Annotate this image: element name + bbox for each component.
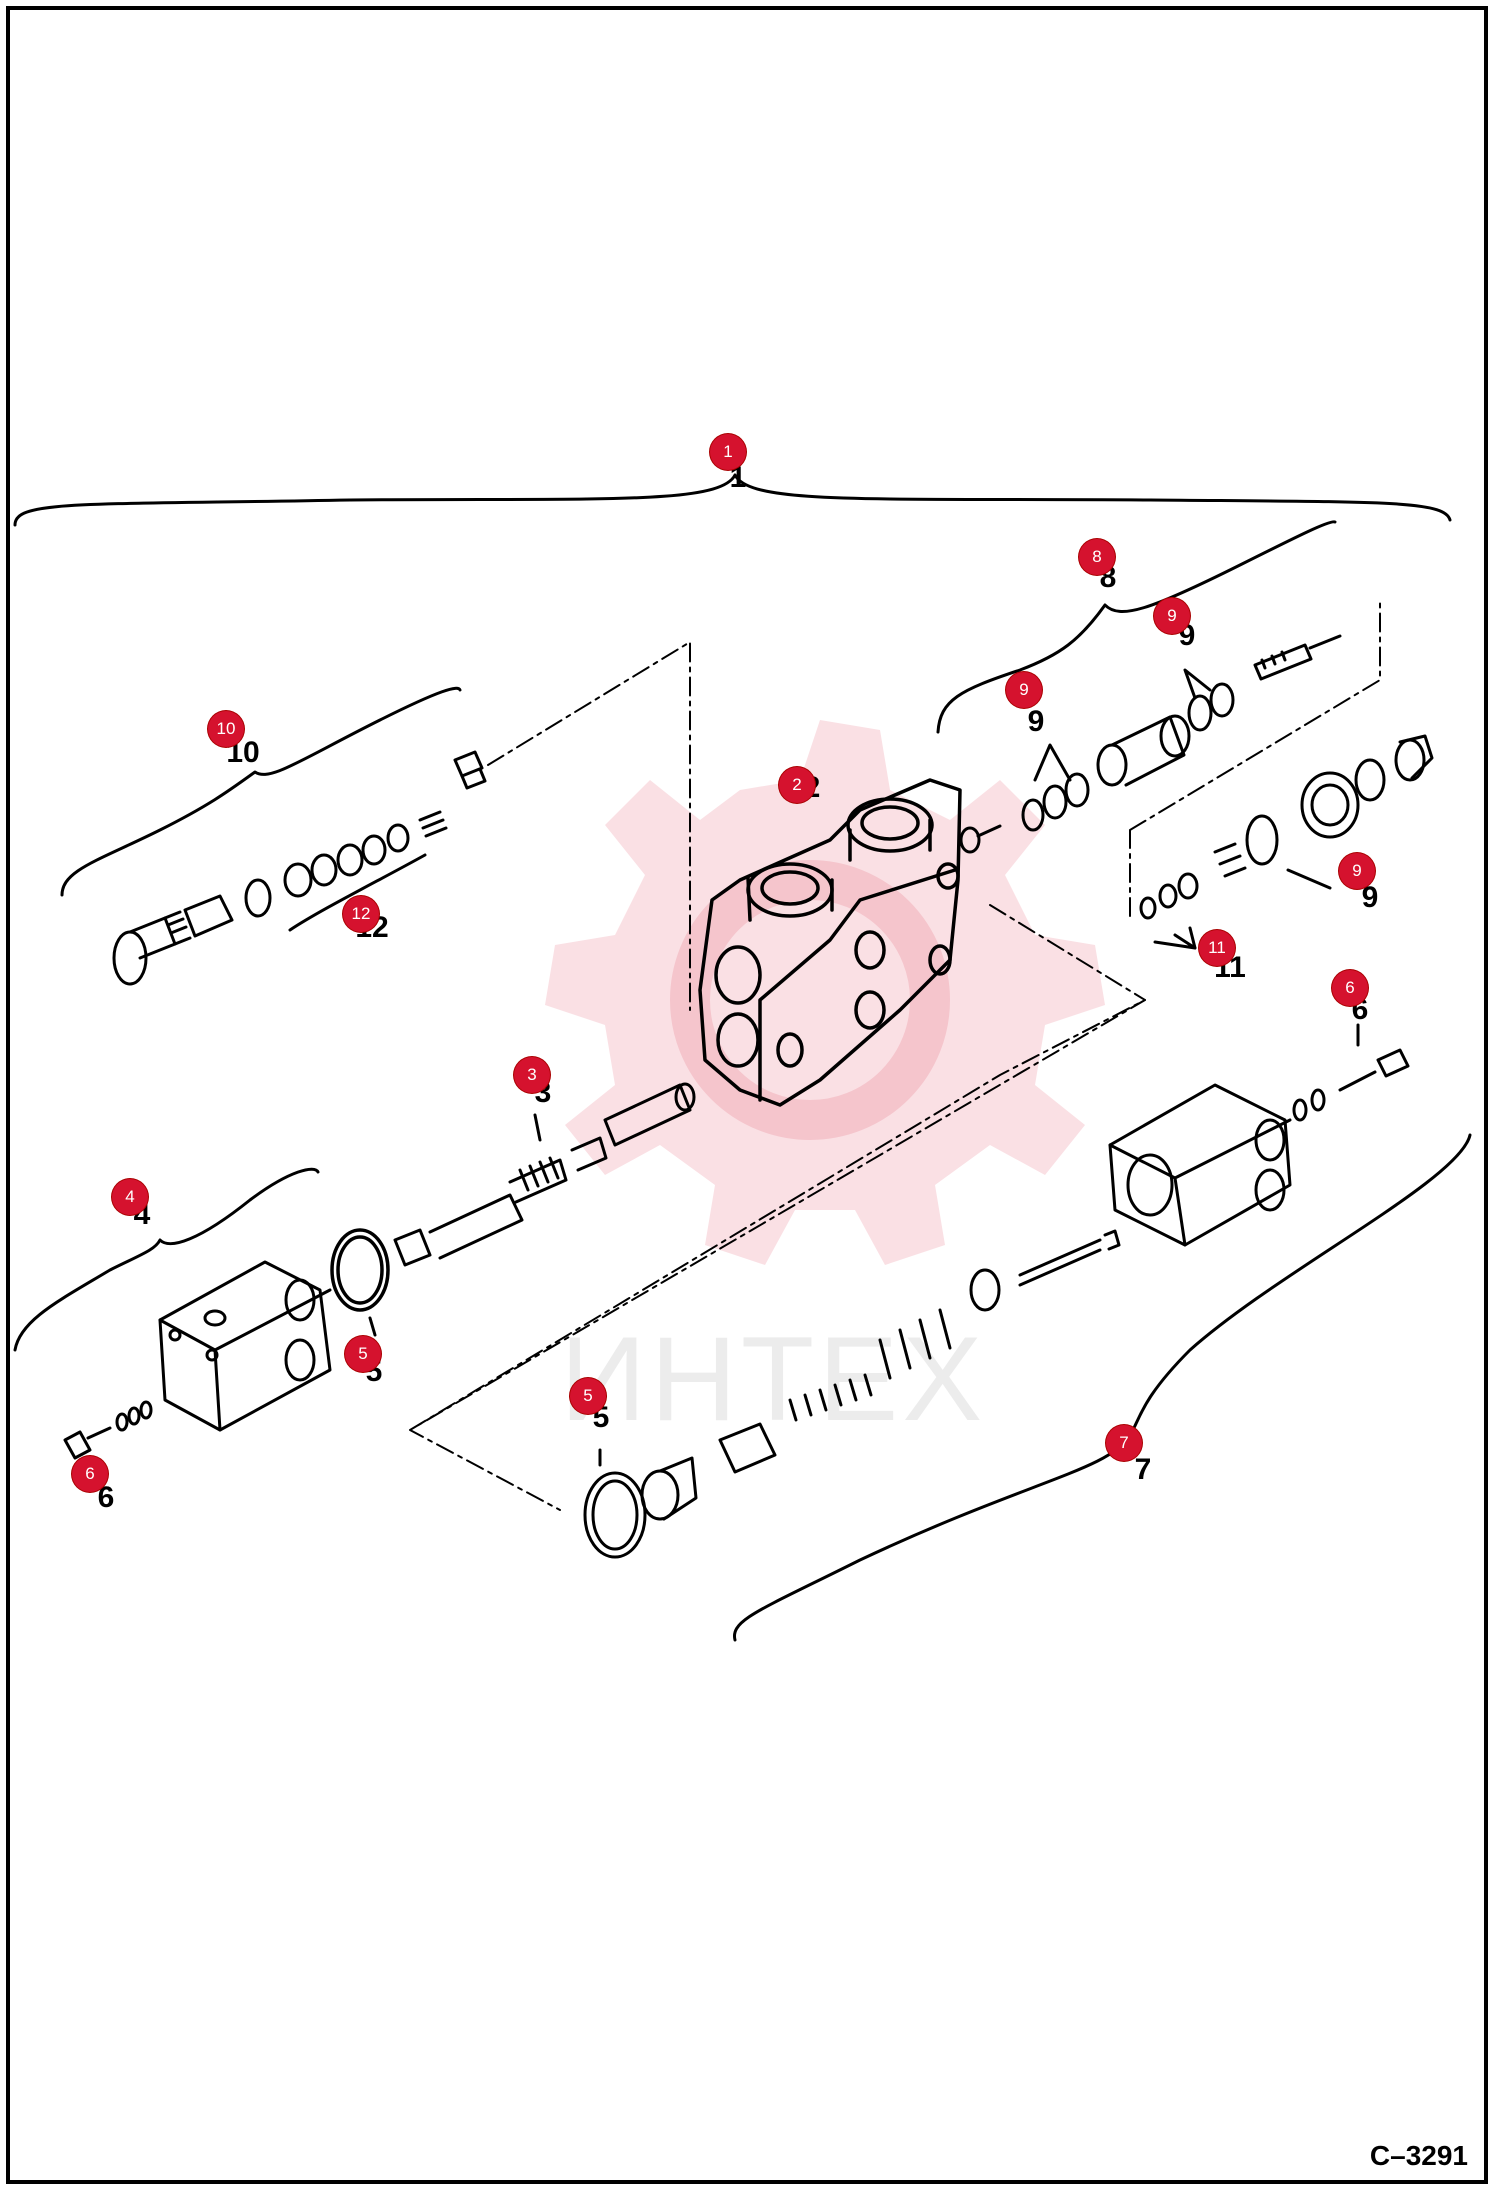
part-label-6a: 6 [97,1481,115,1514]
bolt-6-left [63,1400,153,1460]
brace-12 [288,853,427,932]
valve-body-2 [698,778,962,1107]
callout-4[interactable]: 4 [112,1179,148,1215]
callout-7[interactable]: 7 [1106,1425,1142,1461]
callout-10[interactable]: 10 [208,711,244,747]
leader-9b [1183,668,1212,700]
spool-8-assembly [959,634,1342,854]
plug-assembly-right [1139,734,1434,920]
callout-9b[interactable]: 9 [1154,598,1190,634]
leader-3 [533,1113,542,1142]
spring-assembly-7 [583,1229,1121,1559]
callout-2[interactable]: 2 [779,767,815,803]
leader-11 [1153,926,1197,950]
spool-10 [112,750,487,986]
cap-7 [1108,1083,1292,1247]
bolt-6-right [1292,1048,1410,1122]
callout-9c[interactable]: 9 [1339,853,1375,889]
brace-10 [60,686,462,897]
part-label-7: 7 [1134,1453,1152,1486]
main-spool-3 [393,1082,696,1267]
leader-9a [1033,743,1072,782]
brace-7 [732,1133,1472,1642]
brace-4 [13,1167,320,1352]
centerline-bottom [989,904,1146,1001]
centerline-right [1129,599,1381,921]
brace-8 [936,520,1337,734]
callout-6b[interactable]: 6 [1332,970,1368,1006]
centerline-upper [487,641,691,1011]
leader-5a [368,1316,377,1337]
callout-9a[interactable]: 9 [1006,672,1042,708]
callout-12[interactable]: 12 [343,896,379,932]
part-label-1: 1 [729,461,747,494]
callout-6a[interactable]: 6 [72,1456,108,1492]
callout-8[interactable]: 8 [1079,539,1115,575]
brace-1 [13,473,1452,527]
drawing-frame [6,6,1488,2184]
watermark-text: ИНТЕХ [560,1312,987,1446]
callout-11[interactable]: 11 [1199,930,1235,966]
seal-5-left [330,1228,390,1312]
watermark-gear-icon [545,720,1105,1265]
callout-5b[interactable]: 5 [570,1378,606,1414]
callout-3[interactable]: 3 [514,1057,550,1093]
drawing-code: C–3291 [1369,2140,1468,2171]
part-label-9c: 9 [1361,881,1379,914]
cap-4 [158,1260,332,1432]
leader-9c [1286,868,1332,890]
callout-1[interactable]: 1 [710,434,746,470]
part-label-9a: 9 [1027,705,1045,738]
callout-5a[interactable]: 5 [345,1336,381,1372]
